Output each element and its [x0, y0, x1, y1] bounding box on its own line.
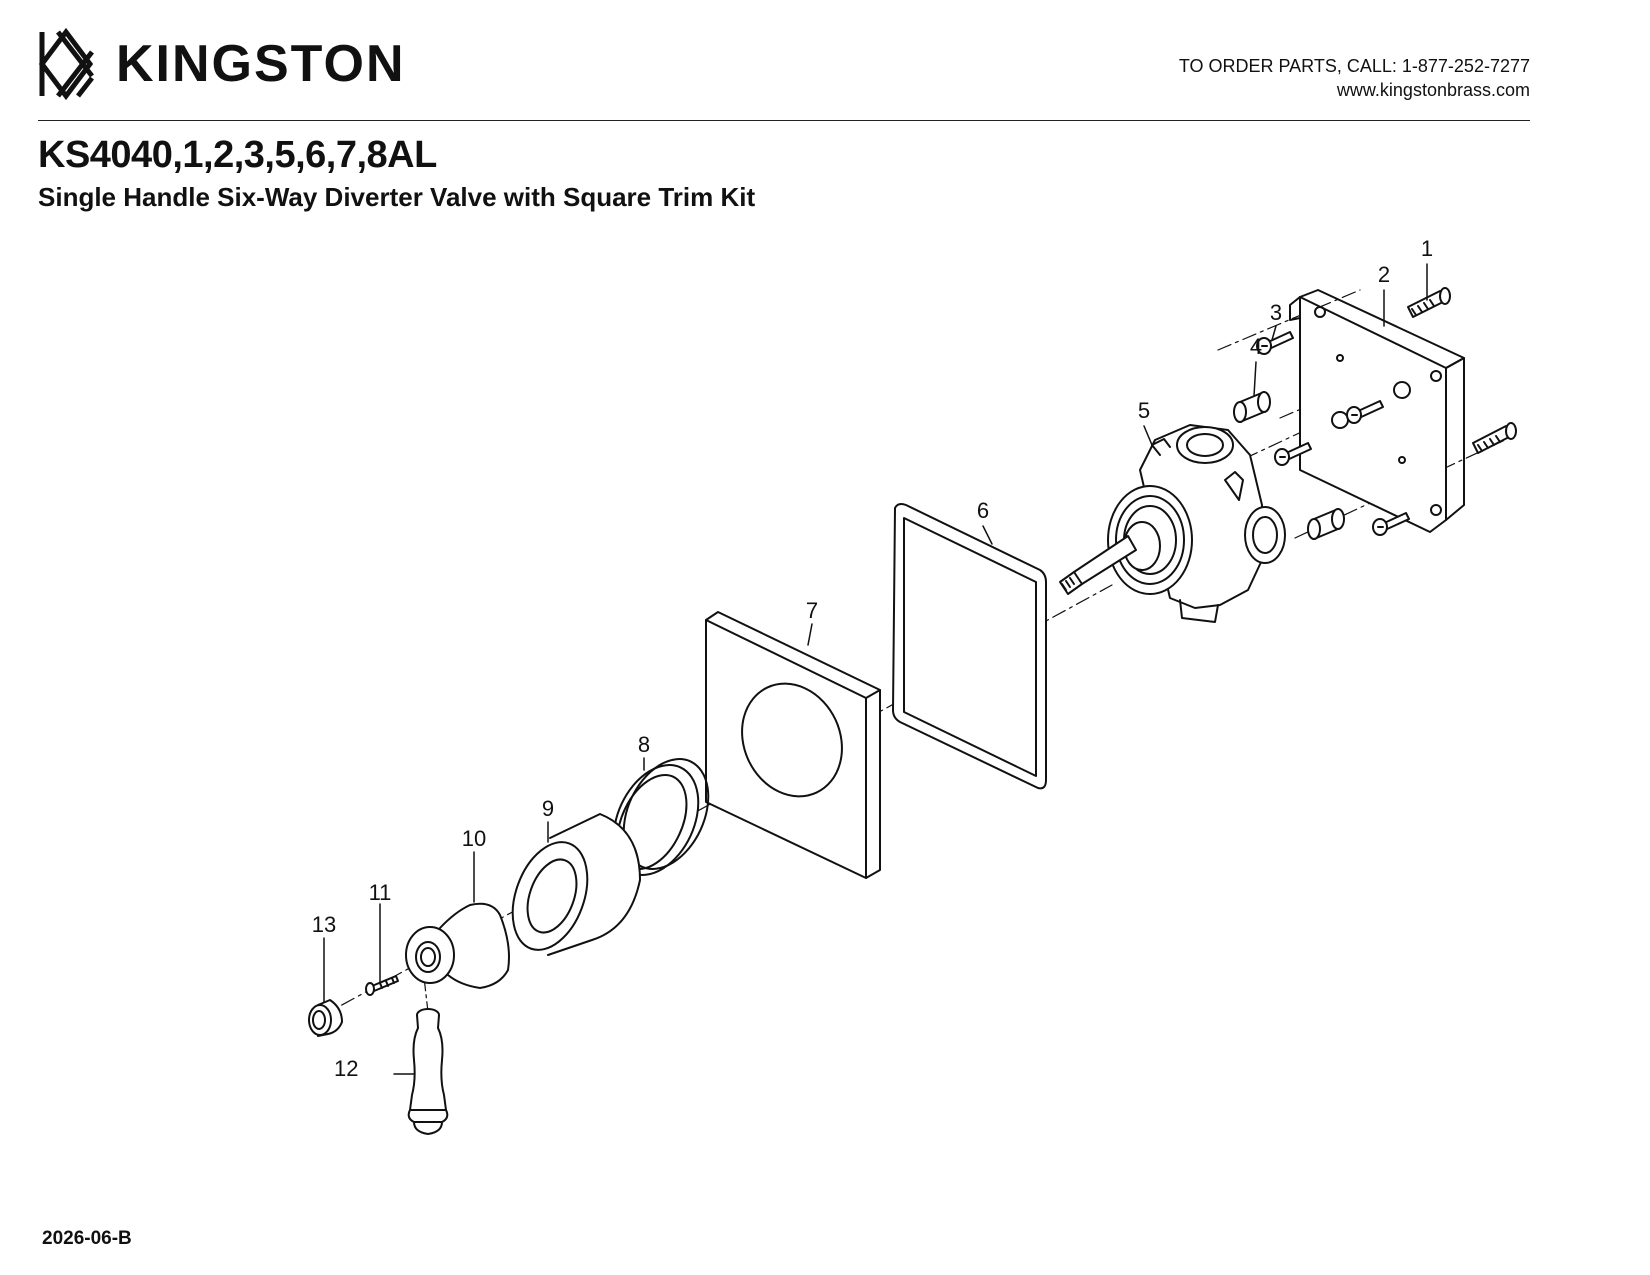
part-1-long-screw [1472, 422, 1517, 454]
order-phone: TO ORDER PARTS, CALL: 1-877-252-7277 [1178, 56, 1530, 76]
product-description: Single Handle Six-Way Diverter Valve wit… [38, 182, 756, 212]
part-5-valve-body [1059, 424, 1286, 623]
callout-5: 5 [1138, 398, 1150, 423]
part-4-spacer [1307, 508, 1345, 540]
part-3-short-screw [1372, 512, 1410, 536]
callout-1: 1 [1421, 236, 1433, 261]
callout-7: 7 [806, 598, 818, 623]
brand-logo: KINGSTON [38, 28, 406, 100]
part-10-handle-base [405, 902, 510, 989]
model-number: KS4040,1,2,3,5,6,7,8AL [38, 134, 437, 176]
part-4-spacer [1233, 391, 1271, 423]
part-2-mounting-bracket [1289, 289, 1465, 533]
contact-info: TO ORDER PARTS, CALL: 1-877-252-7277 www… [1179, 54, 1530, 102]
header-divider [38, 120, 1530, 121]
callout-8: 8 [638, 732, 650, 757]
part-3-short-screw [1274, 442, 1312, 466]
callout-3: 3 [1270, 300, 1282, 325]
callout-13: 13 [312, 912, 336, 937]
kingston-k-monogram-icon [38, 28, 94, 100]
leader-lines [323, 263, 1428, 1075]
part-11-lever-handle [407, 1008, 449, 1135]
document-number: 2026-06-B [42, 1228, 132, 1249]
part-6-square-gasket [892, 503, 1047, 790]
website-link[interactable]: www.kingstonbrass.com [1336, 80, 1530, 100]
callout-12: 12 [334, 1056, 358, 1081]
part-9-sleeve [511, 813, 641, 956]
mount-centerline-c [1217, 289, 1361, 351]
callout-10: 10 [462, 826, 486, 851]
part-3-short-screw [1346, 400, 1384, 424]
part-3-short-screw [1256, 331, 1294, 355]
callout-4: 4 [1250, 334, 1262, 359]
callout-2: 2 [1378, 262, 1390, 287]
callout-9: 9 [542, 796, 554, 821]
callout-6: 6 [977, 498, 989, 523]
part-13-button-cap [308, 999, 343, 1037]
part-12-set-screw [365, 975, 399, 996]
part-1-long-screw [1407, 287, 1451, 318]
part-7-square-escutcheon [705, 611, 881, 879]
callout-11: 11 [369, 880, 392, 905]
brand-name: KINGSTON [116, 35, 406, 93]
